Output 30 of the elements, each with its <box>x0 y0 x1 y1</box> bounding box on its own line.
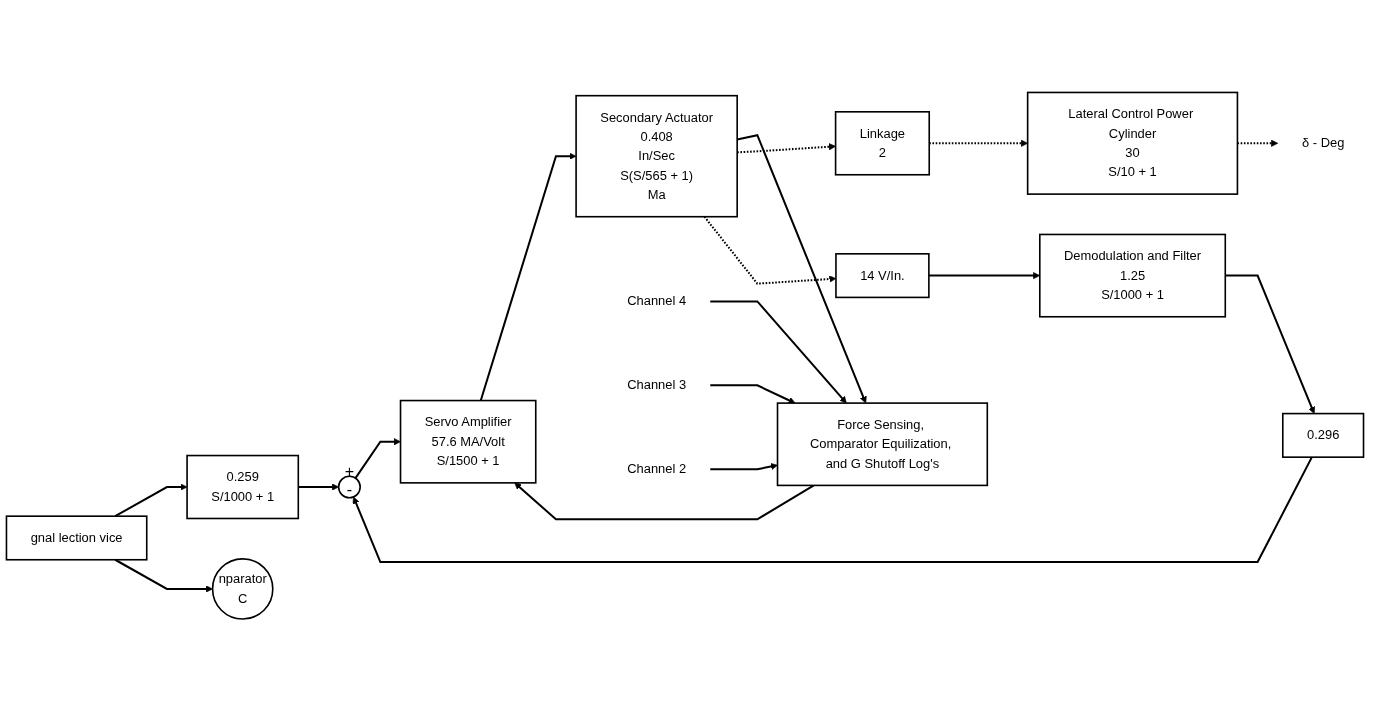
arrow <box>710 300 847 404</box>
node-box: 14 V/In. <box>835 253 930 299</box>
node-box: Servo Amplifier 57.6 MA/Volt S/1500 + 1 <box>399 400 537 484</box>
arrow <box>354 438 401 479</box>
arrow <box>352 456 1313 564</box>
arrow <box>710 463 778 471</box>
node-text: Channel 4 <box>627 294 687 309</box>
node-circle: nparator C <box>211 558 274 621</box>
node-box: Secondary Actuator 0.408 In/Sec S(S/565 + 1) Ma <box>575 95 738 218</box>
arrow <box>1237 140 1279 148</box>
node-circle: - <box>337 475 361 499</box>
node-box: Demodulation and Filter 1.25 S/1000 + 1 <box>1039 233 1227 318</box>
node-box: 0.296 <box>1282 413 1365 459</box>
arrow <box>710 384 796 404</box>
arrow <box>298 483 339 491</box>
node-text: Channel 3 <box>627 378 687 393</box>
arrow <box>929 140 1028 148</box>
node-text: δ - Deg <box>1301 136 1345 151</box>
node-box: Lateral Control Power Cylinder 30 S/10 + 1 <box>1026 91 1239 196</box>
arrow <box>737 143 836 154</box>
node-box: gnal lection vice <box>5 515 148 561</box>
node-box: 0.259 S/1000 + 1 <box>186 455 300 520</box>
node-box: Force Sensing, Comparator Equilization, and G Shutoff Log's <box>776 402 989 487</box>
arrow <box>514 482 815 521</box>
arrow <box>114 483 188 518</box>
arrow <box>1225 274 1316 415</box>
node-text: Channel 2 <box>627 462 687 476</box>
node-box: Linkage 2 <box>834 111 931 176</box>
arrow <box>479 152 577 402</box>
arrow <box>114 559 213 593</box>
